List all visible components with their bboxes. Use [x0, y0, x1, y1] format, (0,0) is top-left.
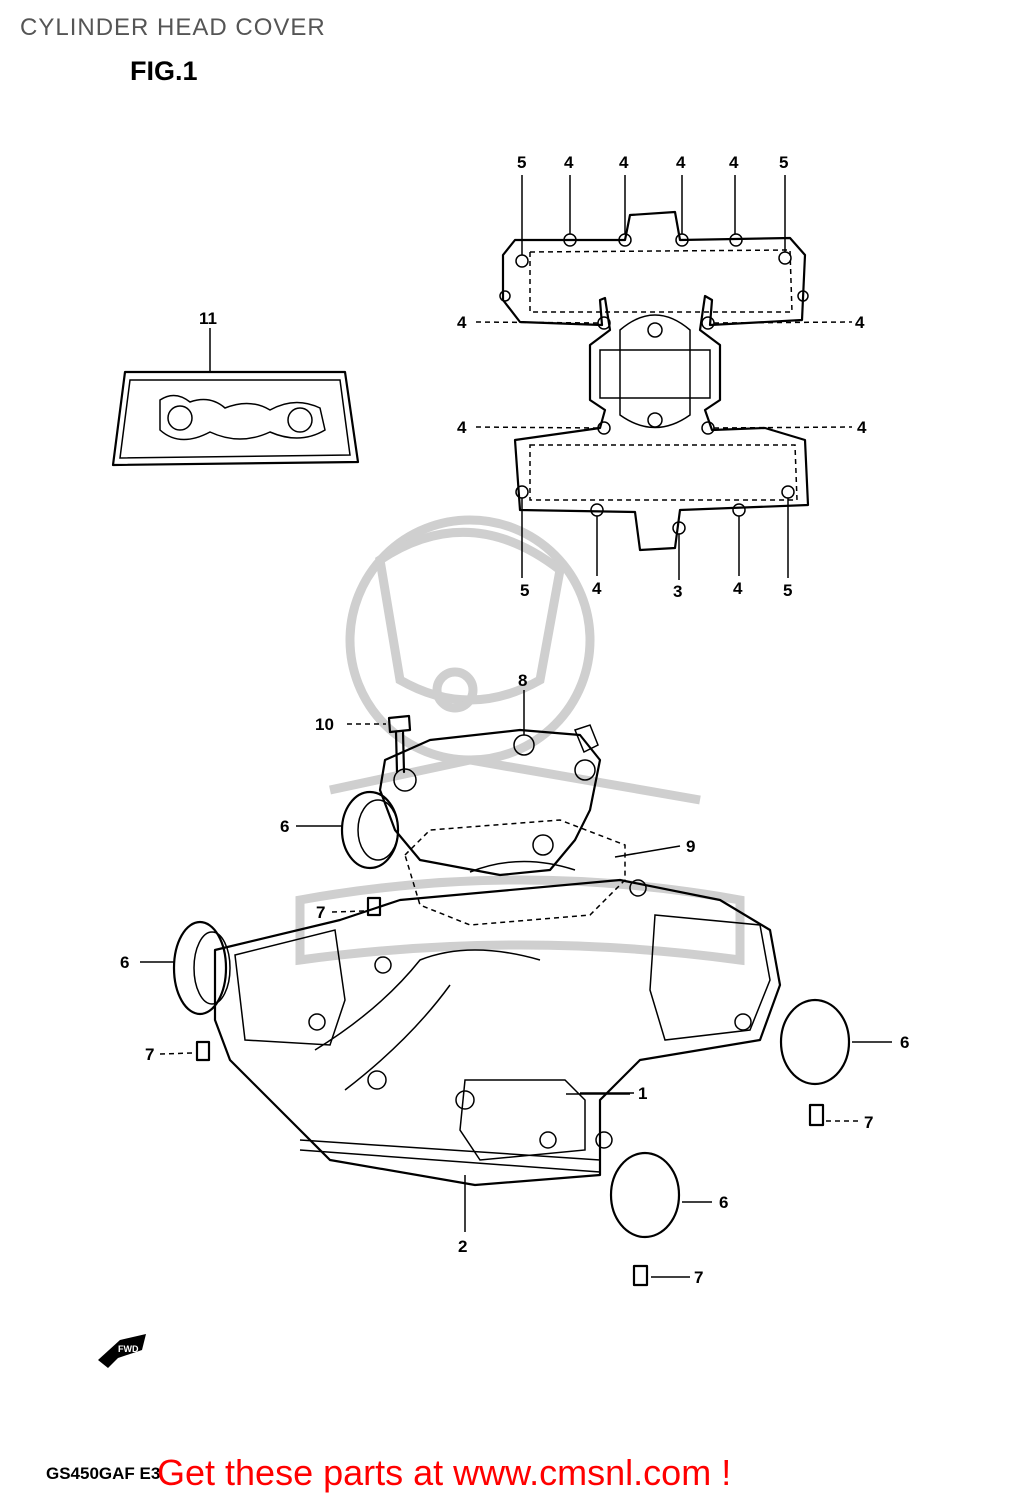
fwd-arrow-icon: FWD — [98, 1334, 146, 1368]
callout-7: 7 — [316, 903, 325, 922]
callout-11: 11 — [199, 309, 217, 328]
callout-4: 4 — [729, 153, 739, 172]
cmsnl-watermark-logo — [295, 515, 745, 966]
callout-4: 4 — [857, 418, 867, 437]
callout-1: 1 — [638, 1084, 647, 1103]
cap-6-left[interactable] — [140, 920, 231, 1016]
callout-3: 3 — [673, 582, 682, 601]
cap-6-right[interactable] — [779, 998, 892, 1086]
callout-4: 4 — [592, 579, 602, 598]
callout-8: 8 — [518, 671, 527, 690]
callout-4: 4 — [676, 153, 686, 172]
callout-7: 7 — [694, 1268, 703, 1287]
head-cover-gasket-3[interactable] — [475, 175, 853, 580]
cap-6-lower[interactable] — [609, 1151, 712, 1239]
callout-4: 4 — [457, 418, 467, 437]
screw-7-b[interactable] — [159, 1040, 211, 1062]
screw-7-d[interactable] — [632, 1264, 690, 1287]
callout-4: 4 — [564, 153, 574, 172]
footer-cta-link[interactable]: Get these parts at www.cmsnl.com ! — [157, 1452, 732, 1493]
callout-5: 5 — [520, 581, 529, 600]
callout-4: 4 — [619, 153, 629, 172]
callout-9: 9 — [686, 837, 695, 856]
cylinder-head-cover-1[interactable] — [213, 878, 782, 1187]
callout-4: 4 — [457, 313, 467, 332]
callout-5: 5 — [783, 581, 792, 600]
figure-label: FIG.1 — [130, 56, 198, 86]
callout-6: 6 — [120, 953, 129, 972]
callout-labels: 5 4 4 4 4 5 11 4 4 4 4 5 4 3 4 5 8 10 6 … — [120, 153, 909, 1287]
callout-6: 6 — [900, 1033, 909, 1052]
screw-7-c[interactable] — [808, 1103, 860, 1127]
callout-6: 6 — [719, 1193, 728, 1212]
page-title: CYLINDER HEAD COVER — [20, 14, 326, 41]
callout-7: 7 — [864, 1113, 873, 1132]
callout-5: 5 — [779, 153, 788, 172]
callout-4: 4 — [855, 313, 865, 332]
cap-6-upper[interactable] — [296, 790, 400, 870]
breather-cover-8[interactable] — [378, 690, 602, 877]
screw-7-a[interactable] — [331, 896, 382, 917]
bolt-10[interactable] — [347, 714, 412, 774]
callout-2: 2 — [458, 1237, 467, 1256]
callout-4: 4 — [733, 579, 743, 598]
breather-gasket-9[interactable] — [404, 819, 681, 926]
model-code: GS450GAF E3 — [46, 1464, 161, 1483]
callout-10: 10 — [315, 715, 334, 734]
callout-7: 7 — [145, 1045, 154, 1064]
svg-text:FWD: FWD — [118, 1344, 139, 1354]
callout-5: 5 — [517, 153, 526, 172]
callout-6: 6 — [280, 817, 289, 836]
gasket-set-11[interactable] — [111, 328, 360, 467]
